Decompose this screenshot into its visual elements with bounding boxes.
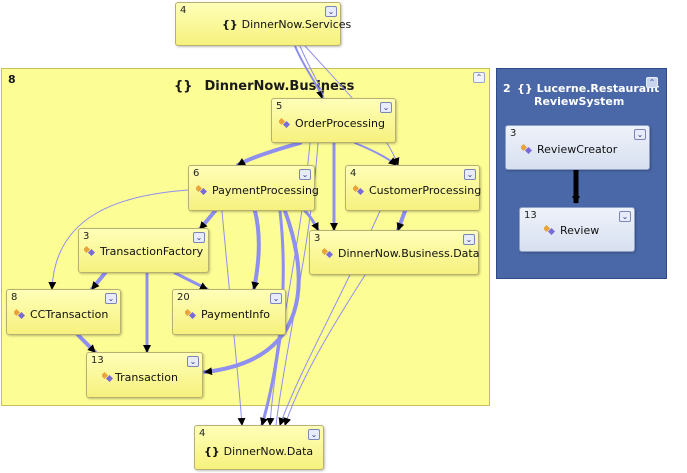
- node-label: TransactionFactory: [84, 245, 203, 258]
- expand-button[interactable]: ⌄: [463, 234, 475, 245]
- node-dinnernow-business-data[interactable]: 3 DinnerNow.Business.Data ⌄: [309, 230, 479, 275]
- member-count: 3: [314, 233, 321, 244]
- node-customerprocessing[interactable]: 4 CustomerProcessing ⌄: [345, 165, 481, 211]
- class-icon: [279, 117, 290, 128]
- node-label: CustomerProcessing: [353, 184, 481, 197]
- group-count: 8: [8, 73, 16, 86]
- node-transaction[interactable]: 13 Transaction ⌄: [86, 352, 203, 398]
- expand-button[interactable]: ⌄: [299, 169, 311, 180]
- expand-button[interactable]: ⌄: [187, 356, 199, 367]
- node-label: DinnerNow.Business.Data: [322, 247, 479, 260]
- namespace-icon: {}: [204, 445, 220, 458]
- expand-button[interactable]: ⌄: [325, 6, 337, 17]
- group-title-line-2: ReviewSystem: [534, 95, 625, 108]
- class-icon: [353, 184, 364, 195]
- class-icon: [322, 247, 333, 258]
- expand-button[interactable]: ⌄: [270, 293, 282, 304]
- class-icon: [102, 371, 113, 382]
- class-icon: [196, 184, 207, 195]
- node-label: {}DinnerNow.Services: [222, 18, 352, 31]
- class-icon: [84, 245, 95, 256]
- member-count: 8: [11, 292, 18, 303]
- node-label: PaymentInfo: [185, 308, 270, 321]
- group-title: {}Lucerne.Restaurant: [517, 82, 660, 95]
- member-count: 6: [193, 168, 200, 179]
- node-review[interactable]: 13 Review ⌄: [519, 207, 635, 252]
- group-count: 2: [503, 82, 511, 95]
- member-count: 4: [350, 168, 357, 179]
- member-count: 3: [510, 128, 517, 139]
- expand-button[interactable]: ⌄: [193, 232, 205, 243]
- node-label: Review: [544, 224, 599, 237]
- collapse-group-button[interactable]: ⌃: [646, 77, 658, 88]
- expand-button[interactable]: ⌄: [464, 169, 476, 180]
- namespace-icon: {}: [222, 18, 238, 31]
- member-count: 5: [276, 101, 283, 112]
- member-count: 4: [180, 5, 187, 16]
- node-dinnernow-services[interactable]: 4 {}DinnerNow.Services ⌄: [175, 2, 351, 46]
- node-reviewcreator[interactable]: 3 ReviewCreator ⌄: [505, 125, 650, 170]
- node-cctransaction[interactable]: 8 CCTransaction ⌄: [6, 289, 121, 335]
- member-count: 4: [199, 428, 206, 439]
- node-paymentprocessing[interactable]: 6 PaymentProcessing ⌄: [188, 165, 319, 211]
- node-paymentinfo[interactable]: 20 PaymentInfo ⌄: [172, 289, 286, 335]
- member-count: 13: [524, 210, 537, 221]
- class-icon: [544, 224, 555, 235]
- node-label: OrderProcessing: [279, 117, 385, 130]
- node-orderprocessing[interactable]: 5 OrderProcessing ⌄: [271, 98, 396, 143]
- member-count: 13: [91, 355, 104, 366]
- node-label: {}DinnerNow.Data: [204, 445, 314, 458]
- class-icon: [14, 308, 25, 319]
- node-label: Transaction: [102, 371, 178, 384]
- node-dinnernow-data[interactable]: 4 {}DinnerNow.Data ⌄: [194, 425, 324, 470]
- member-count: 3: [83, 231, 90, 242]
- expand-button[interactable]: ⌄: [308, 429, 320, 440]
- member-count: 20: [177, 292, 190, 303]
- class-icon: [185, 308, 196, 319]
- namespace-icon: {}: [517, 82, 533, 95]
- expand-button[interactable]: ⌄: [634, 129, 646, 140]
- collapse-group-button[interactable]: ⌃: [473, 72, 485, 83]
- expand-button[interactable]: ⌄: [105, 293, 117, 304]
- node-label: ReviewCreator: [521, 143, 617, 156]
- node-label: PaymentProcessing: [196, 184, 319, 197]
- namespace-icon: {}: [174, 79, 193, 94]
- class-icon: [521, 143, 532, 154]
- group-title: {}DinnerNow.Business: [174, 79, 355, 94]
- node-transactionfactory[interactable]: 3 TransactionFactory ⌄: [78, 228, 209, 273]
- expand-button[interactable]: ⌄: [619, 211, 631, 222]
- node-label: CCTransaction: [14, 308, 108, 321]
- expand-button[interactable]: ⌄: [380, 102, 392, 113]
